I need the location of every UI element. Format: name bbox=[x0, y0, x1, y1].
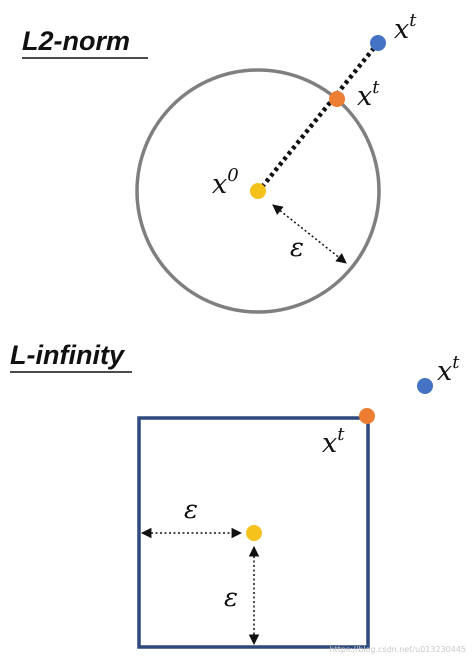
l2-center-label: x0 bbox=[212, 165, 239, 200]
l2-projection-dotted-line bbox=[260, 41, 380, 189]
watermark: https://blog.csdn.net/u013230445 bbox=[330, 645, 466, 654]
l-infinity-half-width-label: ε bbox=[184, 495, 198, 525]
l-infinity-projected-point bbox=[359, 408, 375, 424]
l2-norm-panel: L2-norm xt xt x0 ε bbox=[22, 10, 417, 314]
l2-projected-point bbox=[329, 91, 345, 107]
l2-norm-title: L2-norm bbox=[22, 26, 130, 56]
l-infinity-outside-label: xt bbox=[437, 352, 460, 387]
l-infinity-center-point bbox=[246, 525, 262, 541]
l2-radius-label: ε bbox=[290, 233, 304, 263]
l-infinity-outside-point bbox=[417, 378, 433, 394]
l-infinity-panel: L-infinity xt xt ε ε bbox=[10, 340, 460, 649]
l2-outside-label: xt bbox=[394, 10, 417, 45]
l-infinity-ball-square bbox=[137, 416, 370, 649]
l2-outside-point bbox=[370, 35, 386, 51]
l2-ball-circle bbox=[135, 68, 381, 314]
l2-center-point bbox=[250, 183, 266, 199]
l2-radius-arrow bbox=[272, 204, 347, 264]
l-infinity-projected-label: xt bbox=[322, 424, 345, 459]
l-infinity-title: L-infinity bbox=[10, 340, 126, 370]
l2-projected-label: xt bbox=[357, 77, 380, 112]
l-infinity-half-height-label: ε bbox=[224, 583, 238, 613]
